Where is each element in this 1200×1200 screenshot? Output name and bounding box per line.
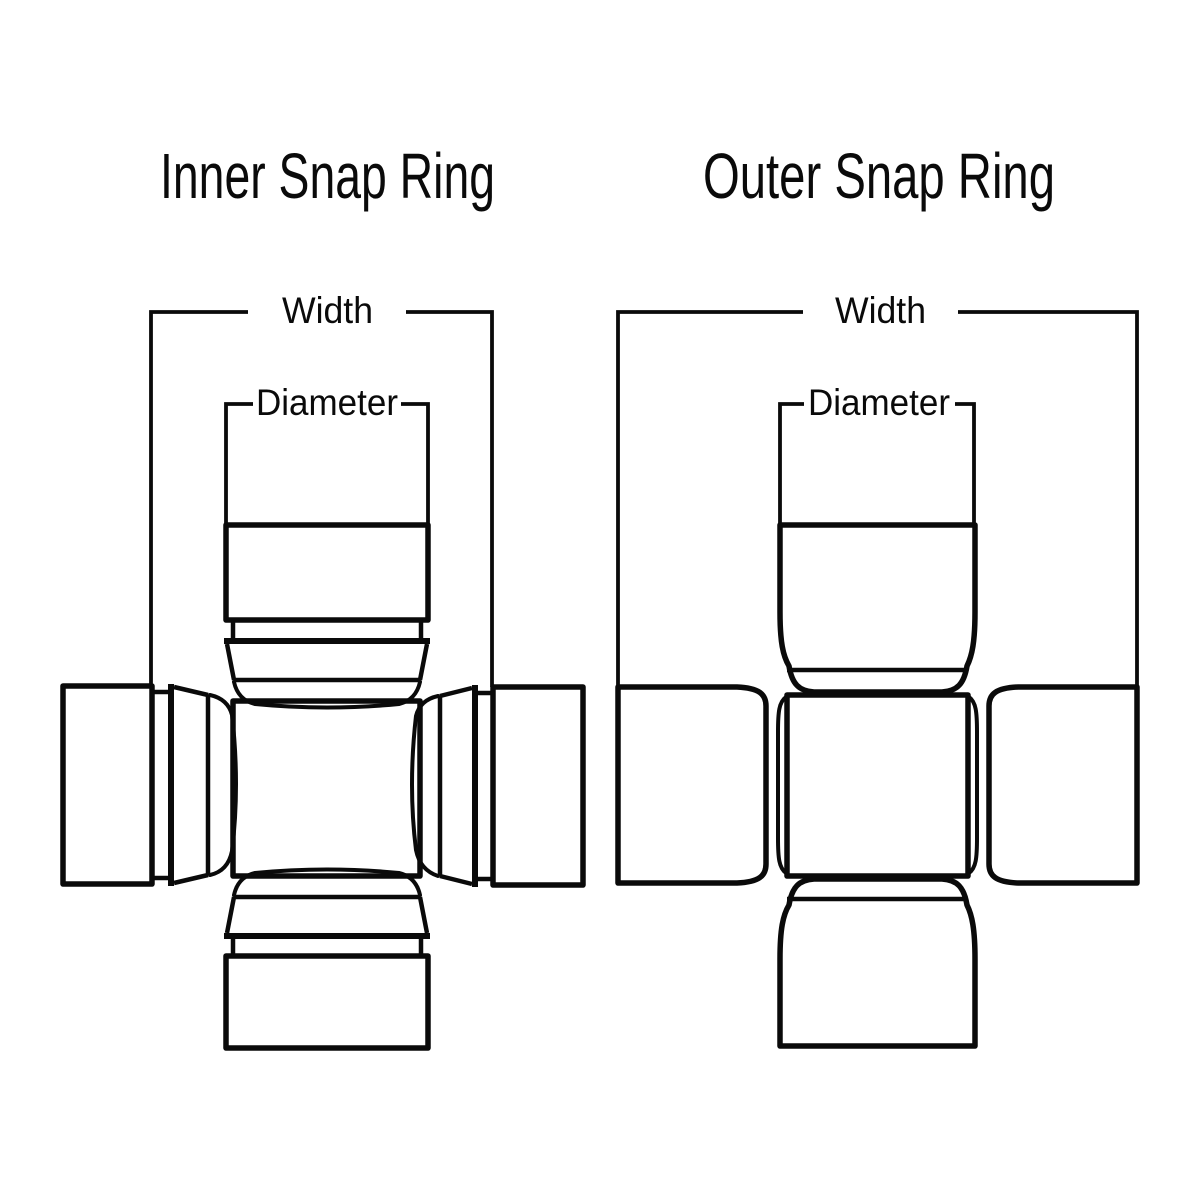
outer-diameter-dimension: Diameter bbox=[778, 382, 976, 524]
left-bearing-cap bbox=[615, 684, 769, 886]
diameter-dimension-label: Diameter bbox=[256, 382, 398, 423]
top-cap-neck-lines bbox=[230, 620, 424, 641]
diameter-dimension-bracket bbox=[224, 402, 430, 524]
right-bearing-cap-assembly bbox=[967, 684, 1140, 886]
bottom-cap-neck-lines bbox=[230, 936, 424, 956]
outer-cross-illustration bbox=[615, 522, 1140, 1049]
center-cross-body bbox=[784, 692, 971, 879]
outer-width-dimension: Width bbox=[616, 290, 1139, 687]
bottom-bearing-cap-assembly bbox=[223, 867, 431, 1051]
bottom-seal-taper bbox=[224, 894, 430, 934]
center-cross-body bbox=[230, 698, 423, 879]
right-bearing-cap-assembly bbox=[410, 684, 586, 888]
bottom-bearing-cap-assembly bbox=[777, 876, 978, 1049]
right-boot-seal-arc bbox=[410, 694, 440, 878]
top-bearing-cap-assembly bbox=[777, 522, 978, 695]
left-bearing-cap-assembly bbox=[615, 684, 788, 886]
width-dimension-label: Width bbox=[282, 290, 373, 331]
left-bearing-cap-assembly bbox=[60, 683, 238, 887]
left-boot-seal-arc bbox=[208, 693, 238, 877]
inner-snap-ring-diagram: Inner Snap Ring Width Diameter bbox=[60, 140, 586, 1051]
left-boot-seal-arc bbox=[776, 695, 788, 875]
top-bearing-cap bbox=[223, 522, 431, 623]
outer-snap-ring-diagram: Outer Snap Ring Width Diameter bbox=[615, 140, 1140, 1049]
left-cap-neck-lines bbox=[152, 689, 171, 881]
top-bearing-cap bbox=[777, 522, 978, 695]
bottom-bearing-cap bbox=[223, 953, 431, 1051]
bottom-bearing-cap bbox=[777, 876, 978, 1049]
width-dimension-label: Width bbox=[835, 290, 926, 331]
inner-width-dimension: Width bbox=[149, 290, 494, 687]
right-bearing-cap bbox=[986, 684, 1140, 886]
width-dimension-bracket bbox=[616, 310, 1139, 687]
width-dimension-bracket bbox=[149, 310, 494, 687]
outer-diagram-title: Outer Snap Ring bbox=[703, 140, 1055, 212]
left-seal-taper bbox=[173, 684, 211, 886]
bottom-boot-seal-arc bbox=[232, 867, 422, 897]
inner-diagram-title: Inner Snap Ring bbox=[160, 140, 495, 212]
right-bearing-cap bbox=[490, 684, 586, 888]
diameter-dimension-bracket bbox=[778, 402, 976, 524]
inner-diameter-dimension: Diameter bbox=[224, 382, 430, 524]
top-bearing-cap-assembly bbox=[223, 522, 431, 710]
top-seal-taper bbox=[224, 643, 430, 683]
top-boot-seal-arc bbox=[232, 680, 422, 710]
inner-cross-illustration bbox=[60, 522, 586, 1051]
left-bearing-cap bbox=[60, 683, 155, 887]
diameter-dimension-label: Diameter bbox=[808, 382, 950, 423]
right-seal-taper bbox=[437, 685, 473, 887]
right-boot-seal-arc bbox=[967, 695, 979, 875]
